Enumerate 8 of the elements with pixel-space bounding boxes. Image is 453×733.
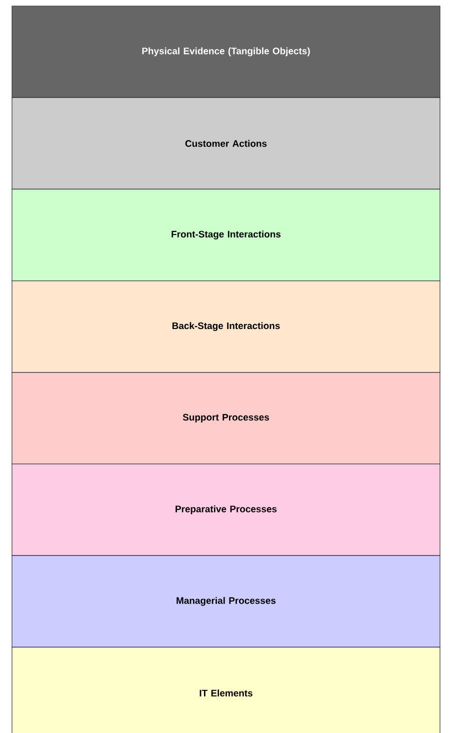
lane-band: Physical Evidence (Tangible Objects) bbox=[12, 6, 440, 98]
lane-band: Front-Stage Interactions bbox=[12, 188, 440, 282]
lane-band: Support Processes bbox=[12, 372, 440, 464]
lane-band: Managerial Processes bbox=[12, 555, 440, 648]
lane-band: Preparative Processes bbox=[12, 464, 440, 556]
lane-band: IT Elements bbox=[12, 646, 440, 733]
lane-band: Back-Stage Interactions bbox=[12, 280, 440, 373]
lane-band: Customer Actions bbox=[12, 97, 440, 190]
